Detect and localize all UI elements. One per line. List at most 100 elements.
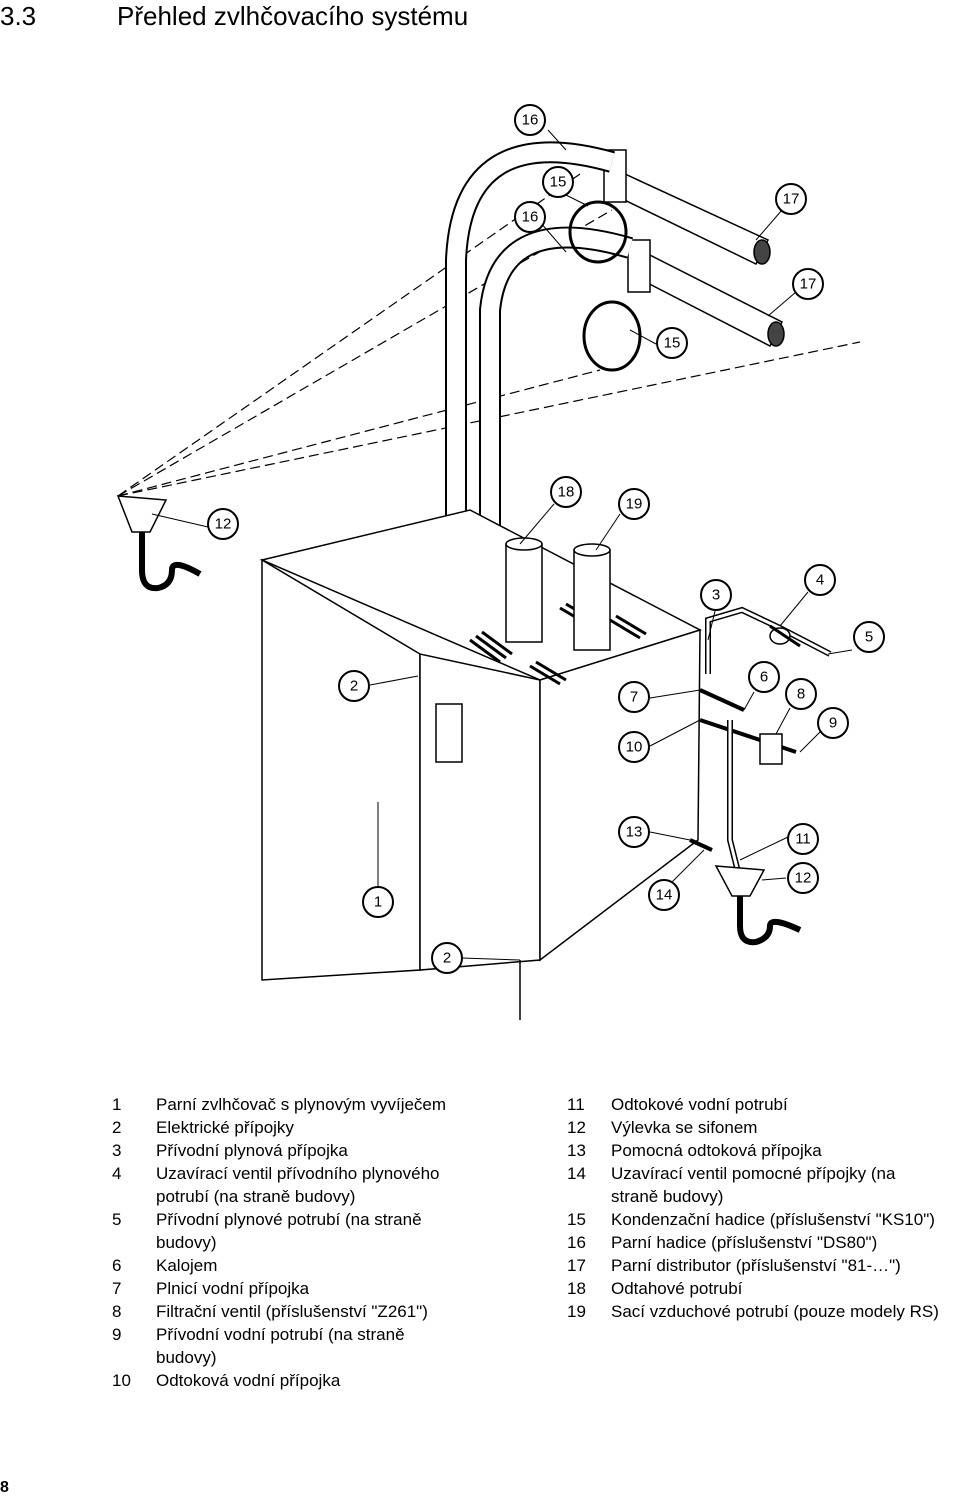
callout-14: 14 [648,879,680,911]
callout-11-label: 11 [795,831,811,848]
callout-6-label: 6 [760,669,768,686]
legend-item-number: 12 [567,1118,586,1137]
callout-16a-label: 16 [522,112,539,129]
callout-17a-label: 17 [783,191,800,208]
legend-item-number: 1 [112,1095,122,1114]
steam-hose-outer [445,141,615,540]
legend-item-number: 13 [567,1141,586,1160]
humidifier-cabinet [259,509,702,1020]
callout-9-label: 9 [829,715,837,732]
drain-funnel-lower [714,865,802,946]
callout-15a-label: 15 [550,174,567,191]
water-connections [689,688,797,881]
callout-2b: 2 [431,942,463,974]
callout-7-label: 7 [630,689,638,706]
callout-13: 13 [618,816,650,848]
legend-item: 6 Kalojem [112,1254,532,1277]
legend-item-number: 19 [567,1302,586,1321]
steam-distributor-lower [627,239,785,348]
legend-item: 3 Přívodní plynová přípojka [112,1139,532,1162]
callout-12a: 12 [207,508,239,540]
legend-item-number: 11 [567,1095,585,1114]
steam-distributor-upper [603,149,771,265]
legend-item-text: Kondenzační hadice (příslušenství "KS10"… [611,1210,935,1229]
callout-12a-label: 12 [215,516,232,533]
section-title: Přehled zvlhčovacího systému [117,1,469,31]
legend-item-text: Odtahové potrubí [611,1279,743,1298]
callout-8: 8 [785,678,817,710]
callout-2a-label: 2 [350,678,358,695]
callout-19: 19 [618,488,650,520]
callout-5-label: 5 [865,629,873,646]
callout-4: 4 [804,564,836,596]
page-number: 8 [0,1479,9,1496]
callout-15b: 15 [656,327,688,359]
legend-item: 18 Odtahové potrubí [567,1277,960,1300]
air-intake-pipe [573,543,611,651]
humidifier-system-diagram: 16 15 16 17 17 15 12 18 19 3 4 5 2 6 7 8… [116,104,885,1020]
legend-item-number: 5 [112,1210,122,1229]
callout-6: 6 [748,661,780,693]
legend-item-text: Uzavírací ventil přívodního plynového po… [156,1164,440,1206]
legend-item-text: Přívodní vodní potrubí (na straně budovy… [156,1325,405,1367]
legend-item-text: Plnicí vodní přípojka [156,1279,310,1298]
legend-item-number: 7 [112,1279,122,1298]
legend-item-text: Sací vzduchové potrubí (pouze modely RS) [611,1302,939,1321]
legend-item-text: Kalojem [156,1256,218,1275]
callout-17b-label: 17 [800,276,817,293]
legend-item: 14 Uzavírací ventil pomocné přípojky (na … [567,1162,941,1208]
section-number: 3.3 [0,1,37,31]
callout-10: 10 [618,731,650,763]
callout-4-label: 4 [816,572,824,589]
steam-hose-inner [479,226,634,540]
callout-7: 7 [618,681,650,713]
legend-item-text: Odtokové vodní potrubí [611,1095,788,1114]
callout-2a: 2 [338,670,370,702]
callout-16b: 16 [514,201,546,233]
callout-19-label: 19 [626,496,643,513]
legend-item: 9 Přívodní vodní potrubí (na straně budov… [112,1323,456,1369]
legend-item: 2 Elektrické přípojky [112,1116,532,1139]
callout-12b-label: 12 [795,870,812,887]
callout-13-label: 13 [626,824,643,841]
legend-item-number: 17 [567,1256,586,1275]
legend-item-text: Pomocná odtoková přípojka [611,1141,822,1160]
callout-9: 9 [817,707,849,739]
legend-item-number: 2 [112,1118,122,1137]
callout-16a: 16 [514,104,546,136]
legend-item-text: Přívodní plynová přípojka [156,1141,348,1160]
legend-item-text: Odtoková vodní přípojka [156,1371,341,1390]
callout-5: 5 [853,621,885,653]
legend-item-text: Parní hadice (příslušenství "DS80") [611,1233,878,1252]
legend-item: 19 Sací vzduchové potrubí (pouze modely R… [567,1300,960,1323]
callout-1: 1 [362,886,394,918]
legend-item: 7 Plnicí vodní přípojka [112,1277,532,1300]
legend-item-number: 3 [112,1141,122,1160]
condensate-hose-lower [582,300,642,372]
legend-item-number: 10 [112,1371,131,1390]
callout-2b-label: 2 [443,950,451,967]
legend-item-number: 15 [567,1210,586,1229]
legend-item-text: Parní zvlhčovač s plynovým vyvíječem [156,1095,447,1114]
callout-11: 11 [787,823,819,855]
legend-item: 15 Kondenzační hadice (příslušenství "KS1… [567,1208,941,1231]
callout-10-label: 10 [626,739,643,756]
exhaust-pipe [505,537,543,643]
callout-17a: 17 [775,183,807,215]
legend-item-number: 18 [567,1279,586,1298]
legend-item-text: Elektrické přípojky [156,1118,294,1137]
callout-16b-label: 16 [522,209,539,226]
legend-item-number: 14 [567,1164,586,1183]
legend-item-text: Přívodní plynové potrubí (na straně budo… [156,1210,422,1252]
callout-3-label: 3 [712,587,720,604]
legend-item-text: Uzavírací ventil pomocné přípojky (na st… [611,1164,896,1206]
legend-item: 13 Pomocná odtoková přípojka [567,1139,960,1162]
callout-17b: 17 [792,268,824,300]
legend-item-number: 9 [112,1325,122,1344]
legend-item-number: 6 [112,1256,122,1275]
